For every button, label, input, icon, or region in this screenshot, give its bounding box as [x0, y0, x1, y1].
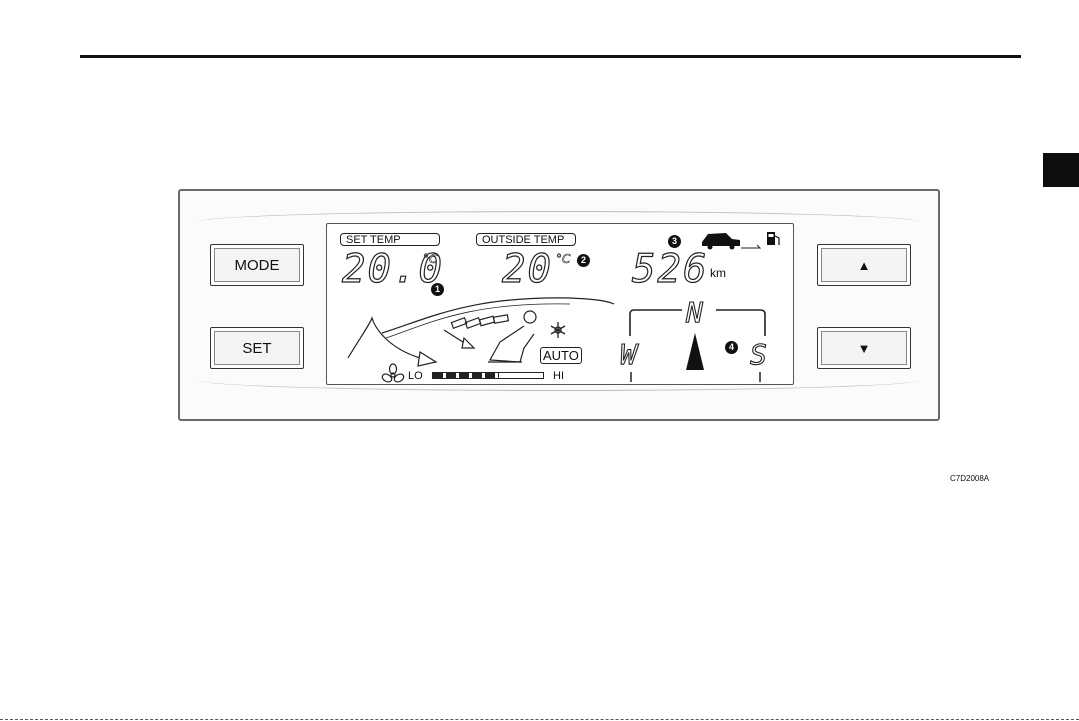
fan-icon: [381, 364, 405, 384]
snowflake-icon: [551, 322, 565, 338]
car-icon: [702, 233, 740, 250]
compass-needle-icon: [686, 333, 704, 370]
cabin-roofline: [382, 298, 614, 333]
range-arrow-icon: [741, 245, 760, 248]
figure-code: C7D2008A: [950, 474, 989, 483]
compass-frame: [630, 310, 765, 336]
fuel-pump-icon: [767, 232, 779, 245]
occupant-icon: [444, 311, 536, 362]
